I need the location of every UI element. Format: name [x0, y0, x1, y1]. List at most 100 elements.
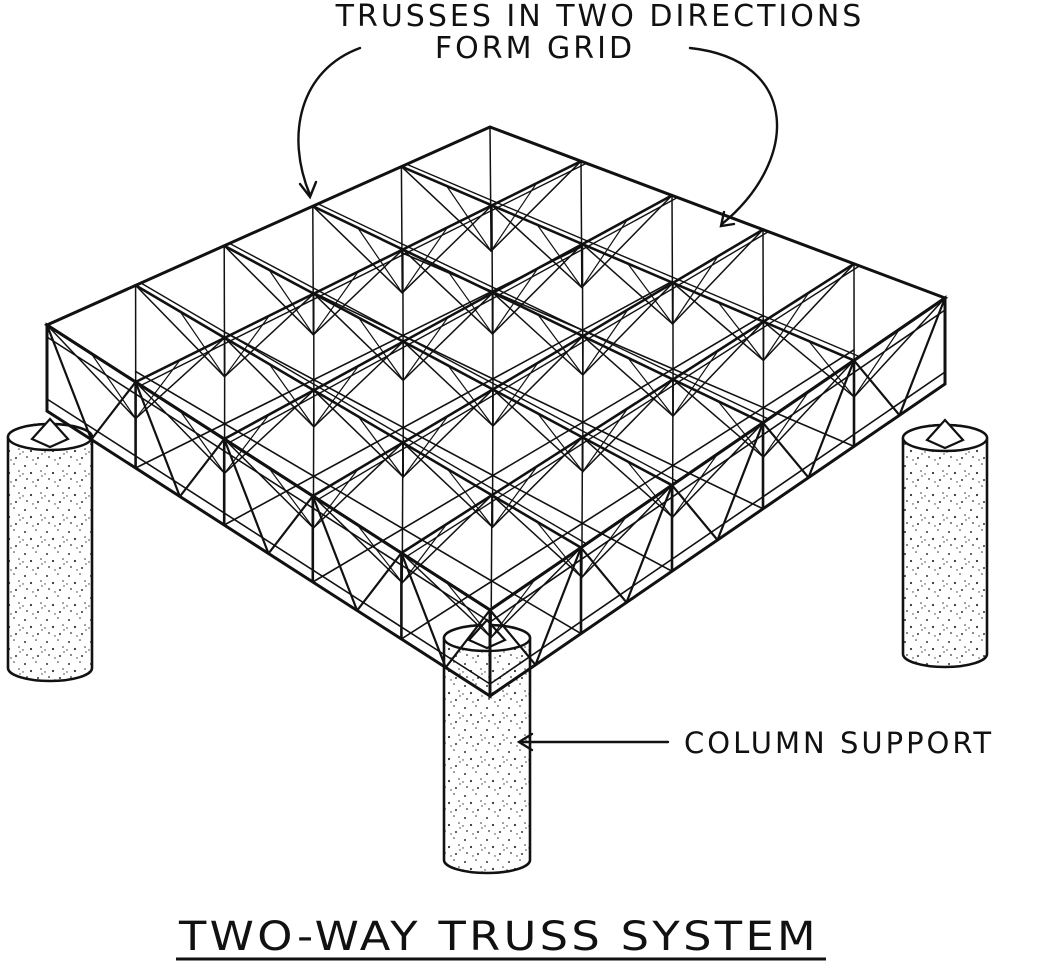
column-right — [901, 418, 989, 669]
web-2-2-2 — [492, 335, 584, 427]
web-1-4-0 — [491, 204, 583, 289]
label-trusses-line1: TRUSSES IN TWO DIRECTIONS — [335, 0, 865, 34]
web-mid-2-3-0 — [537, 313, 584, 376]
bottom-chord-v-2 — [223, 330, 673, 573]
diag-right-b-3 — [807, 359, 856, 479]
web-mid-0-4-0 — [446, 185, 492, 252]
web-mid-3-0-0 — [356, 523, 403, 584]
diagram-title: TWO-WAY TRUSS SYSTEM — [178, 914, 819, 960]
web-mid-2-4-0 — [627, 262, 674, 325]
diag-right-a-4 — [852, 359, 901, 417]
web-mid-3-2-1 — [582, 407, 629, 473]
column-right-bearing — [925, 418, 965, 450]
diag-left-a-3 — [311, 494, 359, 612]
diag-right-b-0 — [534, 546, 583, 666]
web-3-2-0 — [492, 388, 584, 473]
web-4-1-2 — [581, 484, 673, 579]
web-mid-0-1-0 — [179, 311, 226, 378]
web-1-3-2 — [491, 243, 584, 335]
web-mid-0-2-1 — [312, 271, 359, 336]
column-right-body — [901, 423, 989, 669]
web-2-3-0 — [492, 292, 584, 376]
web-1-4-3 — [580, 160, 583, 289]
diag-left-b-0 — [90, 380, 137, 441]
web-1-3-0 — [402, 248, 494, 335]
web-3-4-2 — [762, 263, 855, 362]
bottom-chord-right-inner — [489, 371, 946, 685]
web-mid-2-1-1 — [402, 415, 449, 478]
column-left-body — [6, 422, 94, 683]
arrowhead-left — [298, 180, 318, 200]
web-0-2-0 — [223, 245, 315, 336]
web-mid-4-1-1 — [581, 515, 628, 578]
web-2-3-2 — [582, 282, 674, 376]
web-mid-4-1-0 — [535, 520, 583, 578]
diag-right-a-2 — [670, 484, 719, 542]
web-0-1-0 — [134, 284, 226, 378]
web-2-1-0 — [313, 389, 404, 478]
web-mid-2-1-0 — [357, 415, 404, 478]
web-mid-3-4-0 — [717, 301, 764, 362]
top-chord-u-edge-1 — [140, 162, 588, 387]
column-front — [442, 618, 532, 875]
diag-left-a-2 — [223, 437, 270, 555]
top-chord-right-inner — [489, 309, 946, 623]
web-3-3-0 — [582, 335, 674, 417]
columns — [6, 417, 989, 875]
bottom-chord-v-1 — [134, 370, 582, 635]
arrowhead-column — [516, 732, 534, 752]
web-mid-0-3-1 — [401, 226, 448, 294]
web-mid-4-4-1 — [853, 328, 901, 398]
web-mid-1-2-0 — [357, 317, 404, 381]
web-4-1-0 — [491, 494, 583, 579]
label-column-support: COLUMN SUPPORT — [684, 726, 994, 760]
web-1-1-0 — [223, 337, 315, 428]
web-mid-0-4-1 — [490, 182, 538, 252]
callouts: TRUSSES IN TWO DIRECTIONS FORM GRID COLU… — [176, 0, 994, 961]
web-0-3-2 — [401, 204, 493, 294]
web-1-2-0 — [313, 292, 404, 382]
top-perimeter — [43, 125, 949, 612]
web-mid-2-3-1 — [582, 308, 629, 376]
bottom-chord-u-2 — [223, 280, 673, 526]
truss-grid — [43, 125, 949, 699]
web-4-2-0 — [581, 436, 674, 518]
web-mid-4-3-1 — [762, 391, 810, 458]
web-mid-3-4-1 — [762, 292, 810, 362]
web-4-0-0 — [400, 552, 492, 639]
web-0-2-2 — [312, 248, 404, 336]
top-chord-left-inner — [46, 336, 491, 623]
web-0-4-2 — [490, 160, 582, 252]
diag-right-a-1 — [579, 546, 628, 604]
web-mid-1-3-0 — [447, 270, 494, 335]
arrowhead-right — [719, 210, 736, 228]
top-chord-v-edge-3 — [317, 203, 770, 420]
web-4-0-2 — [490, 546, 582, 639]
web-0-4-3 — [489, 126, 492, 252]
diag-left-a-1 — [134, 380, 181, 498]
web-3-1-0 — [402, 441, 494, 528]
web-mid-1-1-1 — [313, 365, 360, 428]
top-chord-u-edge-2 — [228, 196, 679, 444]
bottom-chord-v-4 — [400, 251, 855, 448]
web-1-4-2 — [581, 194, 673, 289]
web-2-0-2 — [312, 441, 404, 529]
bottom-chord-u-1 — [134, 246, 582, 469]
web-mid-4-0-1 — [490, 578, 537, 639]
web-0-4-0 — [400, 165, 492, 252]
web-mid-3-3-1 — [672, 349, 719, 417]
diag-left-a-4 — [400, 551, 447, 669]
diag-left-b-3 — [356, 551, 403, 612]
web-mid-3-2-0 — [537, 412, 584, 473]
web-mid-0-3-0 — [357, 227, 403, 294]
web-4-3-0 — [672, 378, 765, 458]
web-mid-0-1-1 — [223, 315, 270, 378]
web-mid-2-2-0 — [447, 364, 494, 427]
web-3-3-2 — [672, 320, 765, 417]
web-mid-1-4-1 — [581, 219, 628, 289]
web-2-4-2 — [671, 228, 764, 325]
leader-right — [688, 46, 779, 226]
web-mid-4-2-1 — [671, 453, 719, 518]
web-mid-4-4-0 — [808, 340, 855, 398]
